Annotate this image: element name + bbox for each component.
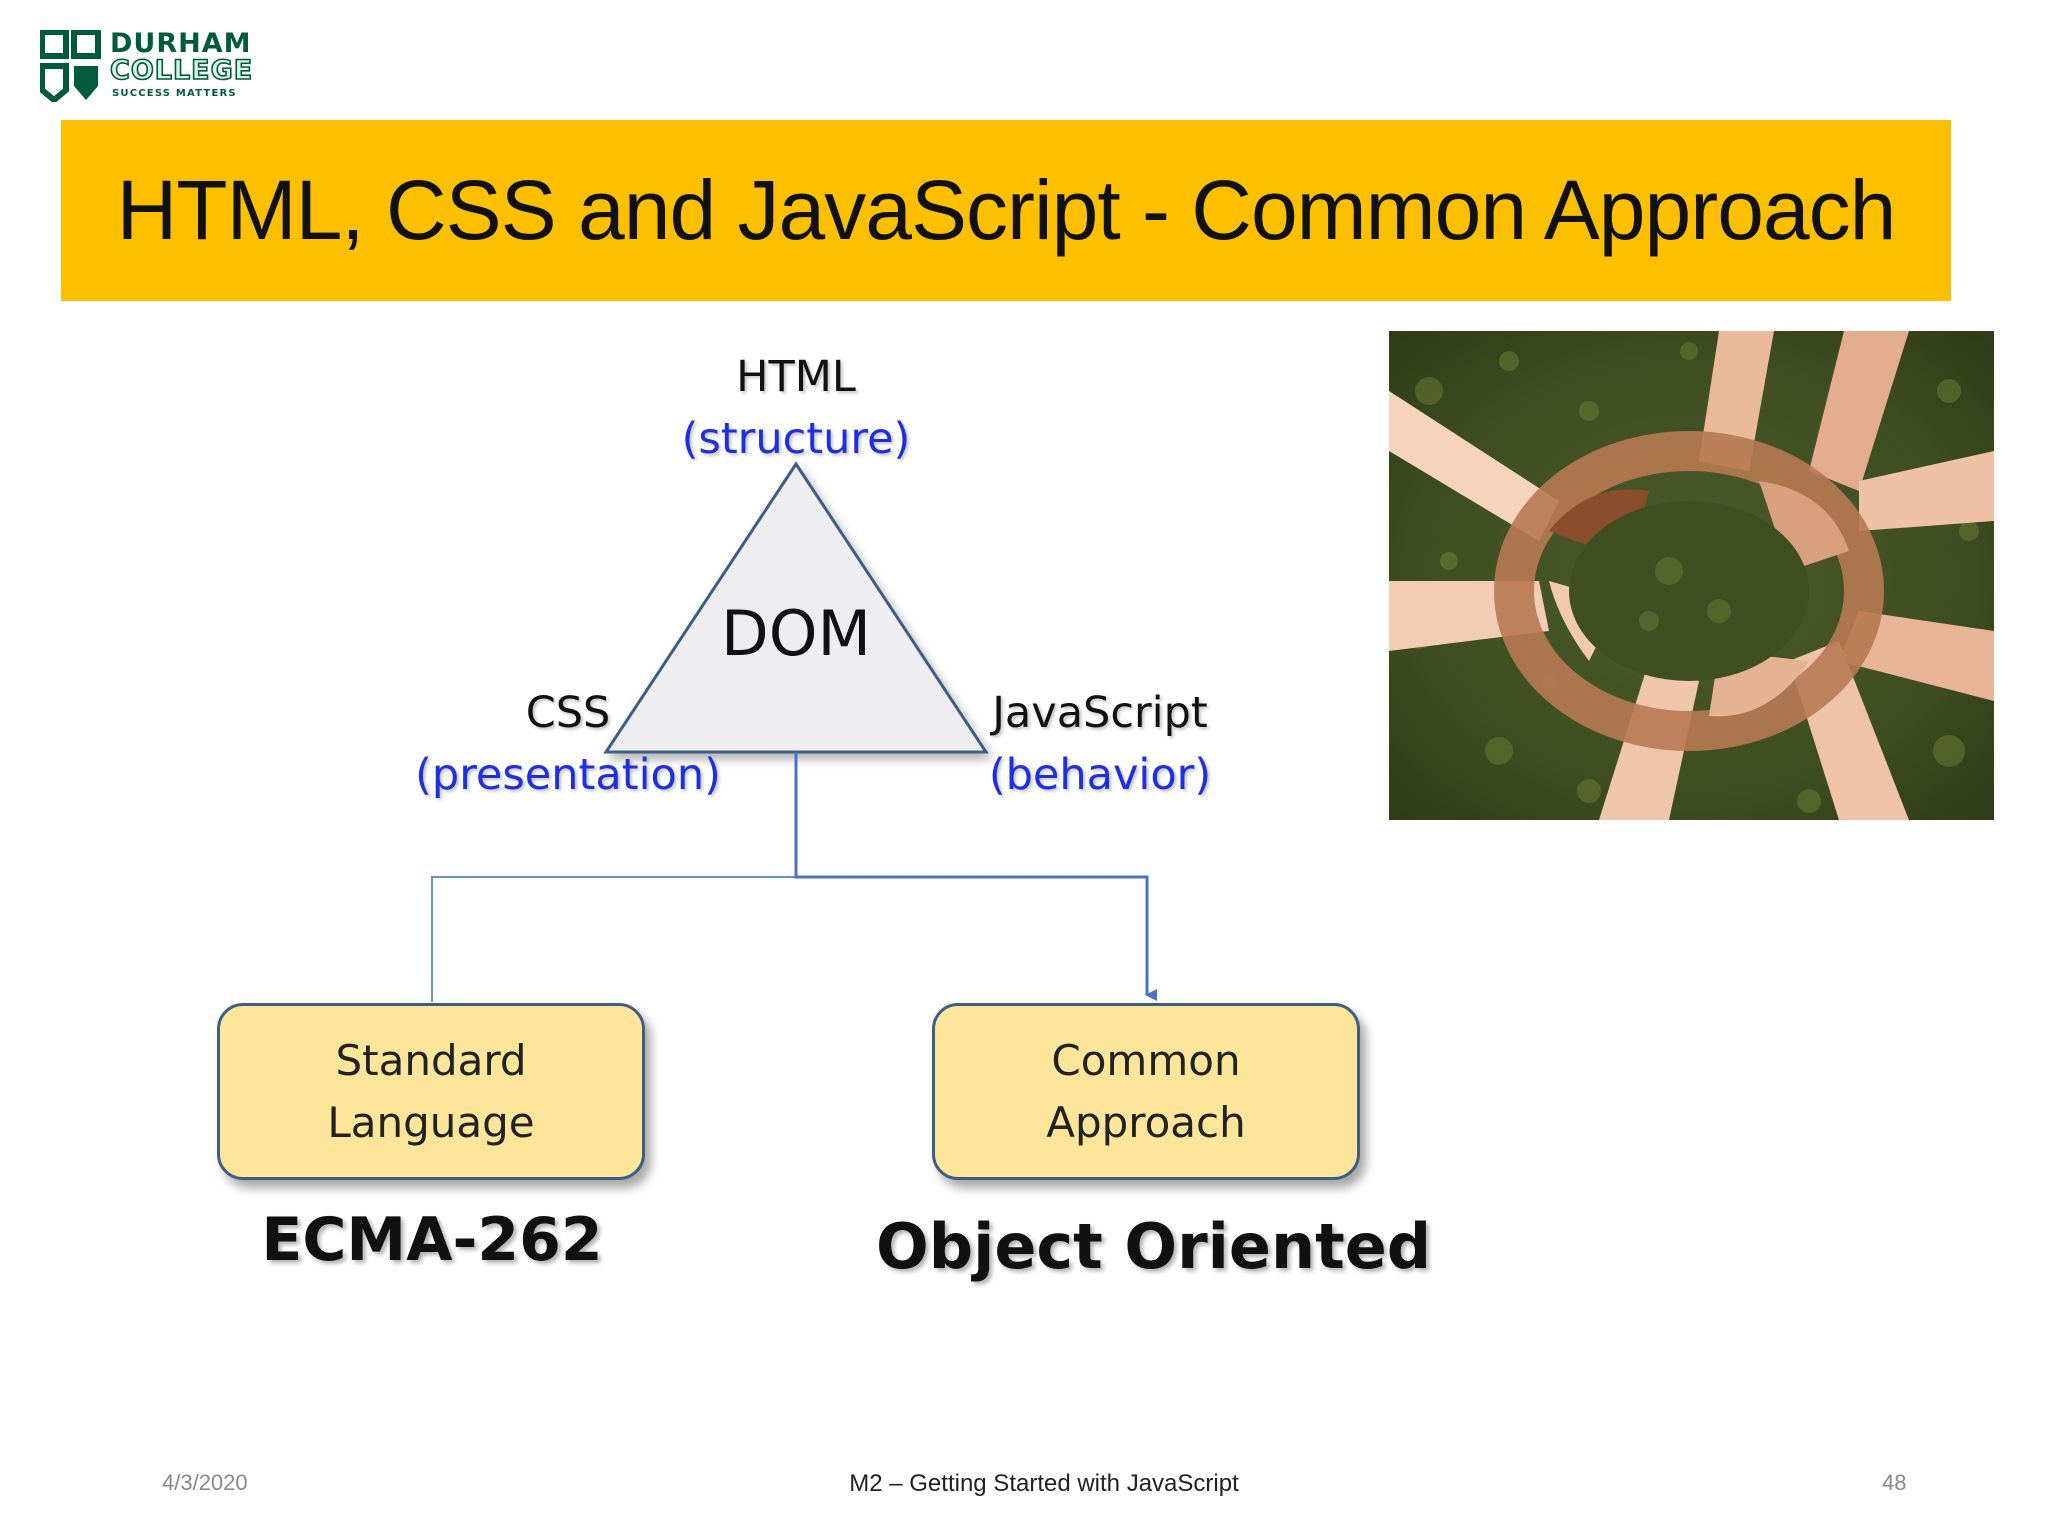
logo-line1: DURHAM (110, 28, 252, 59)
html-label: HTML (736, 352, 856, 402)
footer-course-title: M2 – Getting Started with JavaScript (849, 1470, 1239, 1497)
dom-diagram (431, 461, 1157, 1002)
html-role-label: (structure) (681, 414, 911, 464)
logo-tagline: SUCCESS MATTERS (112, 88, 237, 99)
common-approach-line1: Common (1051, 1035, 1241, 1085)
css-label: CSS (525, 688, 611, 738)
standard-language-line2: Language (327, 1097, 535, 1147)
javascript-role-label: (behavior) (988, 750, 1212, 800)
standard-language-box: Standard Language (217, 1003, 645, 1180)
standard-language-line1: Standard (335, 1035, 527, 1085)
object-oriented-caption: Object Oriented (876, 1210, 1432, 1283)
logo-shield-icon (40, 30, 101, 102)
hands-circle-photo (1389, 331, 1994, 820)
triangle-dom-label: DOM (720, 597, 872, 670)
durham-college-logo: DURHAM COLLEGE SUCCESS MATTERS (40, 26, 260, 104)
footer-page-number: 48 (1882, 1470, 1907, 1495)
common-approach-line2: Approach (1046, 1097, 1246, 1147)
footer-date: 4/3/2020 (162, 1470, 248, 1495)
common-approach-box: Common Approach (932, 1003, 1360, 1180)
ecma-262-caption: ECMA-262 (261, 1205, 603, 1275)
css-role-label: (presentation) (415, 750, 721, 800)
logo-line2: COLLEGE (109, 54, 254, 87)
slide-title: HTML, CSS and JavaScript - Common Approa… (116, 163, 1897, 257)
connector-to-common-approach (794, 752, 1157, 1001)
javascript-label: JavaScript (992, 688, 1208, 738)
title-band: HTML, CSS and JavaScript - Common Approa… (61, 120, 1951, 301)
